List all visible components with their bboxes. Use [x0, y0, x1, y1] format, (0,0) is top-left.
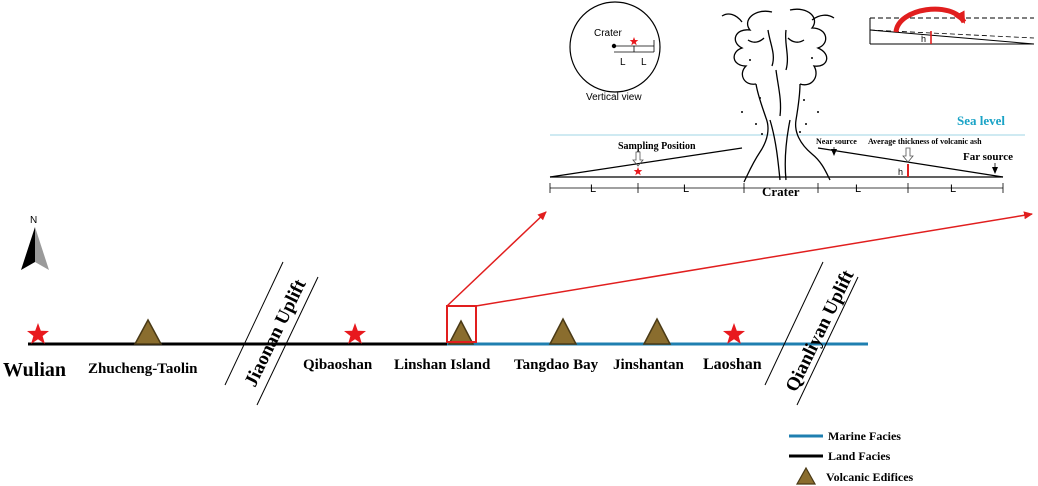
- wedge-h-label: h: [921, 34, 926, 44]
- avg-thickness-label: Average thickness of volcanic ash: [868, 137, 982, 146]
- location-label-laoshan: Laoshan: [703, 356, 762, 373]
- highlight-box: [446, 305, 477, 343]
- north-arrow-icon: [21, 227, 49, 270]
- ash-upper-right: [817, 147, 1004, 178]
- crater-label: Crater: [762, 184, 800, 199]
- dist-label-3: L: [855, 183, 861, 195]
- h-label: h: [898, 167, 903, 177]
- star-icon: [27, 323, 49, 344]
- qianliyan-uplift-label: Qianliyan Uplift: [782, 266, 859, 395]
- cross-section-inset: Sea level: [549, 8, 1025, 199]
- jiaonan-uplift-label: Jiaonan Uplift: [241, 276, 311, 391]
- wedge-inset: h: [869, 6, 1035, 45]
- star-icon: [344, 323, 366, 344]
- triangle-icon: [548, 317, 578, 345]
- location-label-zhucheng-taolin: Zhucheng-Taolin: [88, 361, 198, 377]
- legend-edifice-label: Volcanic Edifices: [826, 470, 914, 484]
- pointer-arrow-right: [475, 211, 1033, 307]
- curved-arrow-icon: [893, 6, 967, 33]
- star-icon: [723, 323, 745, 344]
- location-label-tangdao-bay: Tangdao Bay: [514, 357, 599, 373]
- vertical-view-inset: Crater L L Vertical view: [569, 1, 661, 103]
- ash-upper-left: [549, 147, 743, 178]
- star-icon: [629, 37, 639, 46]
- vv-caption: Vertical view: [586, 92, 642, 103]
- legend-land-label: Land Facies: [828, 449, 891, 463]
- location-label-linshan-island: Linshan Island: [394, 357, 491, 373]
- pointer-arrow-left: [446, 211, 547, 307]
- location-label-qibaoshan: Qibaoshan: [303, 357, 373, 373]
- dist-label-1: L: [590, 183, 596, 195]
- dist-label-2: L: [683, 183, 689, 195]
- down-arrow-icon: [902, 147, 914, 163]
- legend: Marine Facies Land Facies Volcanic Edifi…: [789, 429, 914, 485]
- triangle-icon: [133, 318, 163, 345]
- north-label: N: [30, 215, 37, 226]
- legend-marine-label: Marine Facies: [828, 429, 901, 443]
- down-arrow-icon: [632, 151, 644, 167]
- location-label-wulian: Wulian: [3, 359, 66, 381]
- sea-level-label: Sea level: [957, 113, 1005, 128]
- jiaonan-uplift-lines: [224, 261, 319, 406]
- vv-crater-label: Crater: [594, 28, 622, 39]
- ash-dots: [741, 57, 819, 135]
- dist-label-4: L: [950, 183, 956, 195]
- ruler-ticks: [549, 183, 1004, 193]
- vv-dist-label-2: L: [641, 57, 647, 68]
- near-source-label: Near source: [816, 137, 857, 146]
- vv-dist-label-1: L: [620, 57, 626, 68]
- eruption-plume: [721, 8, 835, 183]
- triangle-icon: [447, 319, 475, 345]
- star-icon: [633, 167, 643, 176]
- far-source-label: Far source: [963, 151, 1013, 163]
- qianliyan-uplift-lines: [764, 261, 859, 406]
- sampling-position-label: Sampling Position: [618, 141, 696, 152]
- triangle-icon: [795, 466, 817, 485]
- location-label-jinshantan: Jinshantan: [613, 357, 685, 373]
- triangle-icon: [642, 317, 672, 345]
